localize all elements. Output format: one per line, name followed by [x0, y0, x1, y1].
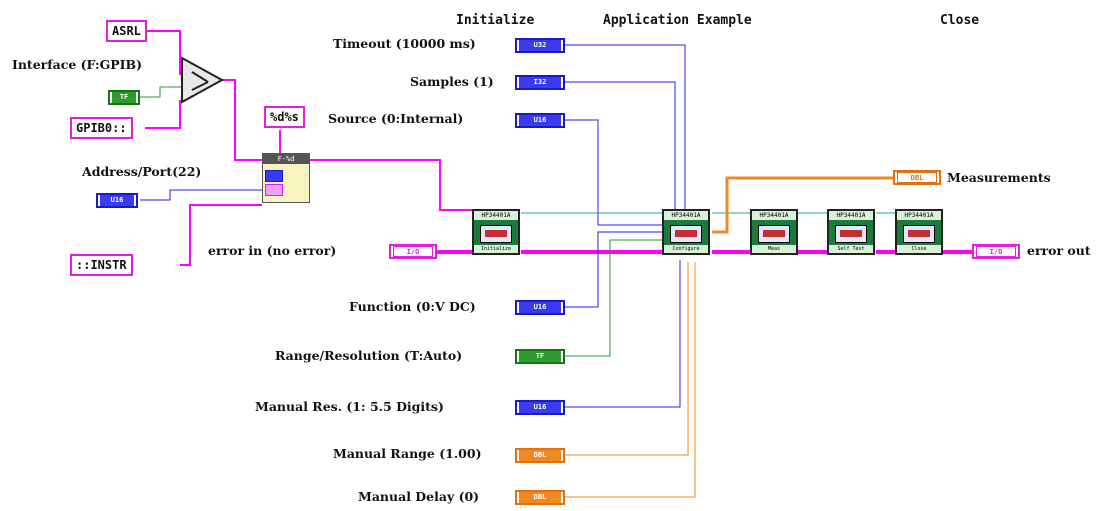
address-port-control[interactable]: U16 — [96, 193, 138, 208]
samples-control[interactable]: I32 — [515, 75, 565, 90]
select-node — [181, 56, 225, 104]
function-control[interactable]: U16 — [515, 300, 565, 315]
error-in-control[interactable]: I/O — [389, 244, 437, 259]
range-resolution-label: Range/Resolution (T:Auto) — [275, 348, 463, 363]
error-in-label: error in (no error) — [208, 243, 337, 258]
manual-delay-control[interactable]: DBL — [515, 490, 565, 505]
error-out-indicator[interactable]: I/O — [972, 244, 1020, 259]
timeout-label: Timeout (10000 ms) — [333, 36, 476, 51]
manual-delay-label: Manual Delay (0) — [358, 489, 480, 504]
manual-res-label: Manual Res. (1: 5.5 Digits) — [255, 399, 444, 414]
function-label: Function (0:V DC) — [349, 299, 476, 314]
instr-constant[interactable]: ::INSTR — [70, 254, 133, 276]
gpib0-constant[interactable]: GPIB0:: — [70, 117, 133, 139]
manual-range-label: Manual Range (1.00) — [333, 446, 482, 461]
configure-measure-subvi[interactable]: HP34401A Configure — [662, 209, 710, 255]
manual-range-control[interactable]: DBL — [515, 448, 565, 463]
close-subvi[interactable]: HP34401A Close — [895, 209, 943, 255]
header-close: Close — [940, 13, 980, 28]
utility-subvi[interactable]: HP34401A Self Test — [827, 209, 875, 255]
header-application-example: Application Example — [603, 13, 752, 28]
format-string-constant[interactable]: %d%s — [264, 106, 305, 128]
samples-label: Samples (1) — [410, 74, 494, 89]
initialize-subvi[interactable]: HP34401A Initialize — [472, 209, 520, 255]
timeout-control[interactable]: U32 — [515, 38, 565, 53]
asrl-constant[interactable]: ASRL — [106, 20, 147, 42]
header-initialize: Initialize — [456, 13, 535, 28]
interface-control[interactable]: TF — [108, 90, 140, 105]
measure-subvi[interactable]: HP34401A Meas — [750, 209, 798, 255]
measurements-indicator[interactable]: DBL — [893, 170, 941, 185]
source-control[interactable]: U16 — [515, 113, 565, 128]
range-resolution-control[interactable]: TF — [515, 349, 565, 364]
manual-res-control[interactable]: U16 — [515, 400, 565, 415]
format-into-string-node: F-%d — [262, 153, 310, 203]
interface-label: Interface (F:GPIB) — [12, 57, 142, 72]
address-port-label: Address/Port(22) — [82, 164, 202, 179]
error-out-label: error out — [1027, 243, 1091, 258]
measurements-label: Measurements — [947, 170, 1051, 185]
source-label: Source (0:Internal) — [328, 111, 464, 126]
